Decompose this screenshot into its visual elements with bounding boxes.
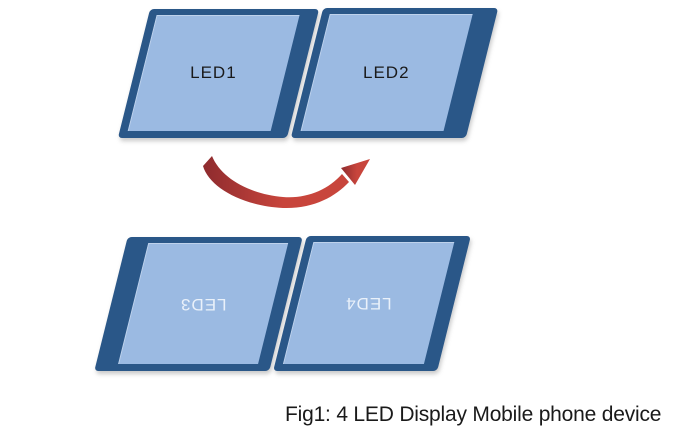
- led2-panel: LED2: [290, 8, 499, 138]
- led4-panel: LED4: [273, 236, 471, 371]
- arrow-head-shape: [341, 159, 370, 185]
- led2-label: LED2: [363, 62, 410, 82]
- led1-panel: LED1: [117, 9, 320, 138]
- led3-label: LED3: [179, 294, 227, 314]
- arrow-arc-shape: [203, 156, 349, 209]
- led4-label: LED4: [345, 294, 392, 313]
- figure-caption: Fig1: 4 LED Display Mobile phone device: [285, 403, 662, 426]
- led1-label: LED1: [190, 63, 237, 82]
- rotate-arrow-icon: [203, 156, 370, 209]
- led3-panel: LED3: [94, 237, 303, 371]
